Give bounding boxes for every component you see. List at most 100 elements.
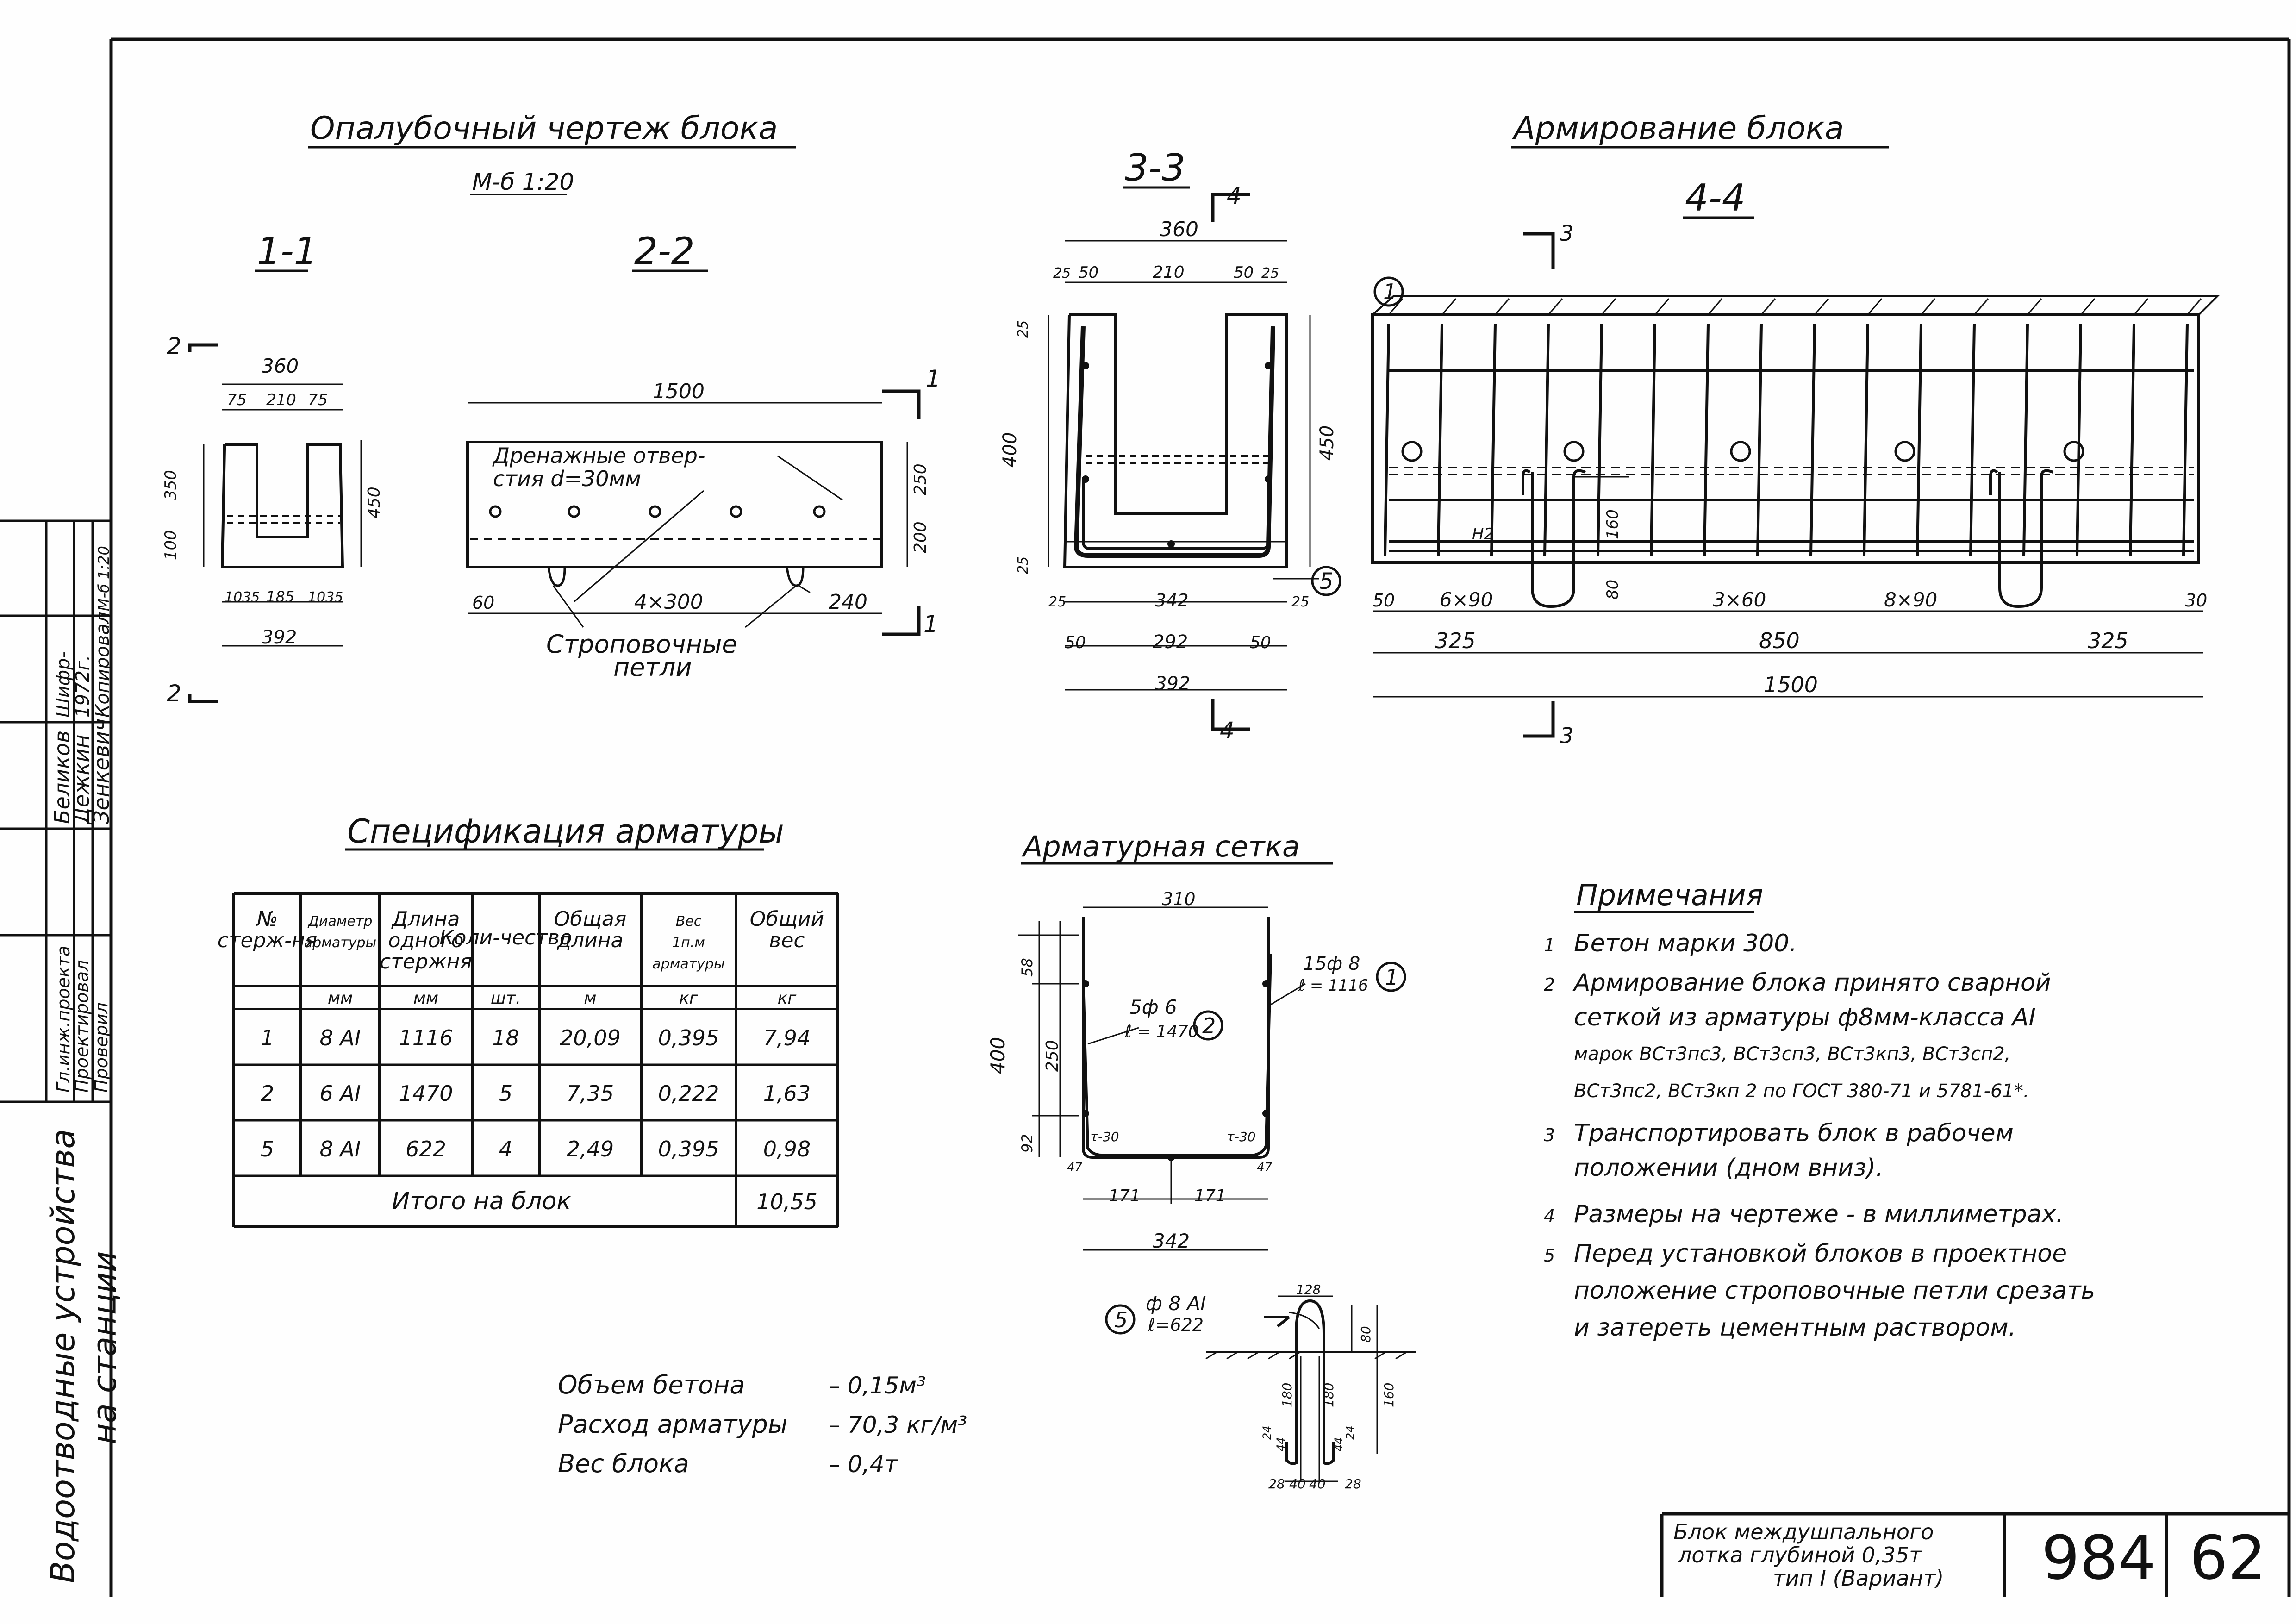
s22-length-1500: 1500 (653, 380, 705, 403)
s11-dim-1035b: 1035 (308, 589, 343, 606)
mesh-bar1-label: 15ф 8 (1303, 953, 1360, 974)
table-cell: 1,63 (763, 1081, 811, 1106)
rebar-vertical (2076, 324, 2082, 556)
table-header-cell: Длина (391, 907, 460, 931)
cipher-label: Шифр- (53, 651, 74, 718)
table-header-cell: арматуры (652, 956, 724, 972)
sidebar-scale: М-б 1:20 (95, 546, 112, 611)
formwork-scale: М-б 1:20 (472, 169, 574, 195)
s44-dim-80: 80 (1603, 580, 1622, 600)
table-unit-cell: мм (413, 989, 438, 1008)
mesh-bar2-length: ℓ = 1470 (1124, 1022, 1199, 1041)
table-total-label: Итого на блок (392, 1187, 571, 1215)
s33-dim-25c: 25 (1048, 594, 1066, 610)
s44-dim-6x90: 6×90 (1440, 588, 1493, 611)
stamp-album-number: 984 (2041, 1523, 2156, 1593)
s33-dim-292: 292 (1153, 631, 1188, 653)
title-stamp: Блок междушпального лотка глубиной 0,35т… (1660, 1512, 2289, 1597)
s33-dim-210: 210 (1153, 263, 1185, 282)
table-cell: 5 (499, 1081, 512, 1106)
marker-5-label: 5 (1319, 568, 1334, 594)
table-cell: 2,49 (567, 1137, 614, 1162)
table-header-cell: стерж-ня (218, 929, 318, 952)
rebar-vertical (2022, 324, 2029, 556)
note-line: и затереть цементным раствором. (1574, 1314, 2016, 1342)
s33-dim-450: 450 (1316, 425, 1338, 461)
s44-dim-3x60: 3×60 (1713, 588, 1766, 611)
loop-dim-24a: 24 (1260, 1425, 1273, 1440)
s33-dim-25d: 25 (1292, 594, 1309, 610)
section-3-3: Армирование блока 3-3 4-4 (999, 110, 1889, 744)
rebar-vertical (1490, 324, 1497, 556)
table-unit-cell: шт. (491, 989, 521, 1008)
note-number: 3 (1544, 1125, 1555, 1145)
note-line: марок ВСт3пс3, ВСт3сп3, ВСт3кп3, ВСт3сп2… (1574, 1043, 2010, 1065)
mesh-dim-310: 310 (1162, 889, 1196, 909)
rebar-top-edge (2133, 298, 2149, 315)
cut-2-bottom: 2 (167, 680, 181, 707)
s11-dim-75b: 75 (308, 391, 328, 409)
s33-dim-25b: 25 (1261, 265, 1279, 281)
mesh-dim-47b: 47 (1257, 1161, 1273, 1174)
section-1-1-drawing (188, 343, 362, 703)
section-4-4-holes (1401, 441, 2084, 462)
table-cell: 622 (406, 1137, 446, 1162)
s44-dim-325b: 325 (2088, 628, 2128, 653)
rebar-vertical (1597, 324, 1603, 556)
mesh-dim-r30a: τ-30 (1090, 1129, 1119, 1144)
loop-dim-44b: 44 (1332, 1437, 1345, 1451)
summary-concrete-value: – 0,15м³ (829, 1372, 926, 1399)
rebar-vertical (2129, 324, 2135, 556)
cut-4-bottom: 4 (1220, 717, 1235, 744)
rebar-top-edge (1760, 298, 1776, 315)
loop-bar-length: ℓ=622 (1148, 1315, 1204, 1335)
mesh-title: Арматурная сетка (1021, 830, 1300, 863)
s33-dim-25-bottom: 25 (1015, 556, 1031, 574)
note-line: сеткой из арматуры ф8мм-класса АI (1574, 1004, 2036, 1031)
cut-2-top: 2 (167, 333, 181, 360)
note-line: положении (дном вниз). (1574, 1154, 1884, 1182)
table-header-cell: Коли-чество (439, 926, 572, 949)
rebar-top-edge (1547, 298, 1563, 315)
s22-dim-200: 200 (911, 521, 930, 553)
s22-dim-4x300: 4×300 (634, 590, 703, 614)
mesh-dim-171a: 171 (1109, 1187, 1141, 1206)
loop-bar-label: ф 8 АI (1146, 1292, 1206, 1315)
loop-dim-180a: 180 (1279, 1383, 1295, 1407)
marker-1b-circle (1376, 962, 1406, 992)
note-number: 5 (1544, 1245, 1555, 1266)
loop-dim-180b: 180 (1321, 1383, 1336, 1407)
s44-dim-1500: 1500 (1764, 672, 1818, 697)
s33-dim-50a: 50 (1079, 263, 1098, 282)
section-3-3-drawing (1048, 193, 1319, 731)
table-cell: 1 (261, 1025, 274, 1050)
s11-dim-185: 185 (266, 588, 294, 606)
table-cell: 4 (499, 1137, 512, 1162)
note-line: ВСт3пс2, ВСт3кп 2 по ГОСТ 380-71 и 5781-… (1574, 1081, 2029, 1102)
project-title-1: Водоотводные устройства (44, 1129, 82, 1583)
s11-dim-75a: 75 (227, 391, 247, 409)
table-header-cell: 1п.м (672, 935, 705, 951)
role-checker: Проверил (91, 1002, 112, 1093)
rebar-top-edge (2186, 298, 2202, 315)
stamp-title-line1: Блок междушпального (1673, 1519, 1934, 1544)
s11-width-360: 360 (262, 355, 299, 377)
note-line: Размеры на чертеже - в миллиметрах. (1574, 1200, 2064, 1228)
drain-holes (489, 505, 826, 518)
s33-dim-50b: 50 (1234, 263, 1254, 282)
summary-concrete-label: Объем бетона (558, 1370, 745, 1399)
summary-steel-label: Расход арматуры (558, 1410, 787, 1439)
year-label: 1972г. (72, 655, 94, 718)
marker-5b-label: 5 (1114, 1307, 1128, 1332)
rebar-vertical (1756, 324, 1763, 556)
note-line: Транспортировать блок в рабочем (1574, 1119, 2014, 1147)
section-3-3-label: 3-3 (1125, 146, 1185, 189)
mesh-dim-342: 342 (1153, 1230, 1190, 1252)
table-header-cell: Общая (554, 907, 627, 931)
notes-section: Примечания (1574, 878, 1763, 913)
rebar-top-edge (2080, 298, 2096, 315)
s11-dim-100: 100 (162, 530, 180, 560)
table-cell: 0,395 (658, 1137, 719, 1162)
summary-weight-value: – 0,4т (829, 1451, 898, 1478)
